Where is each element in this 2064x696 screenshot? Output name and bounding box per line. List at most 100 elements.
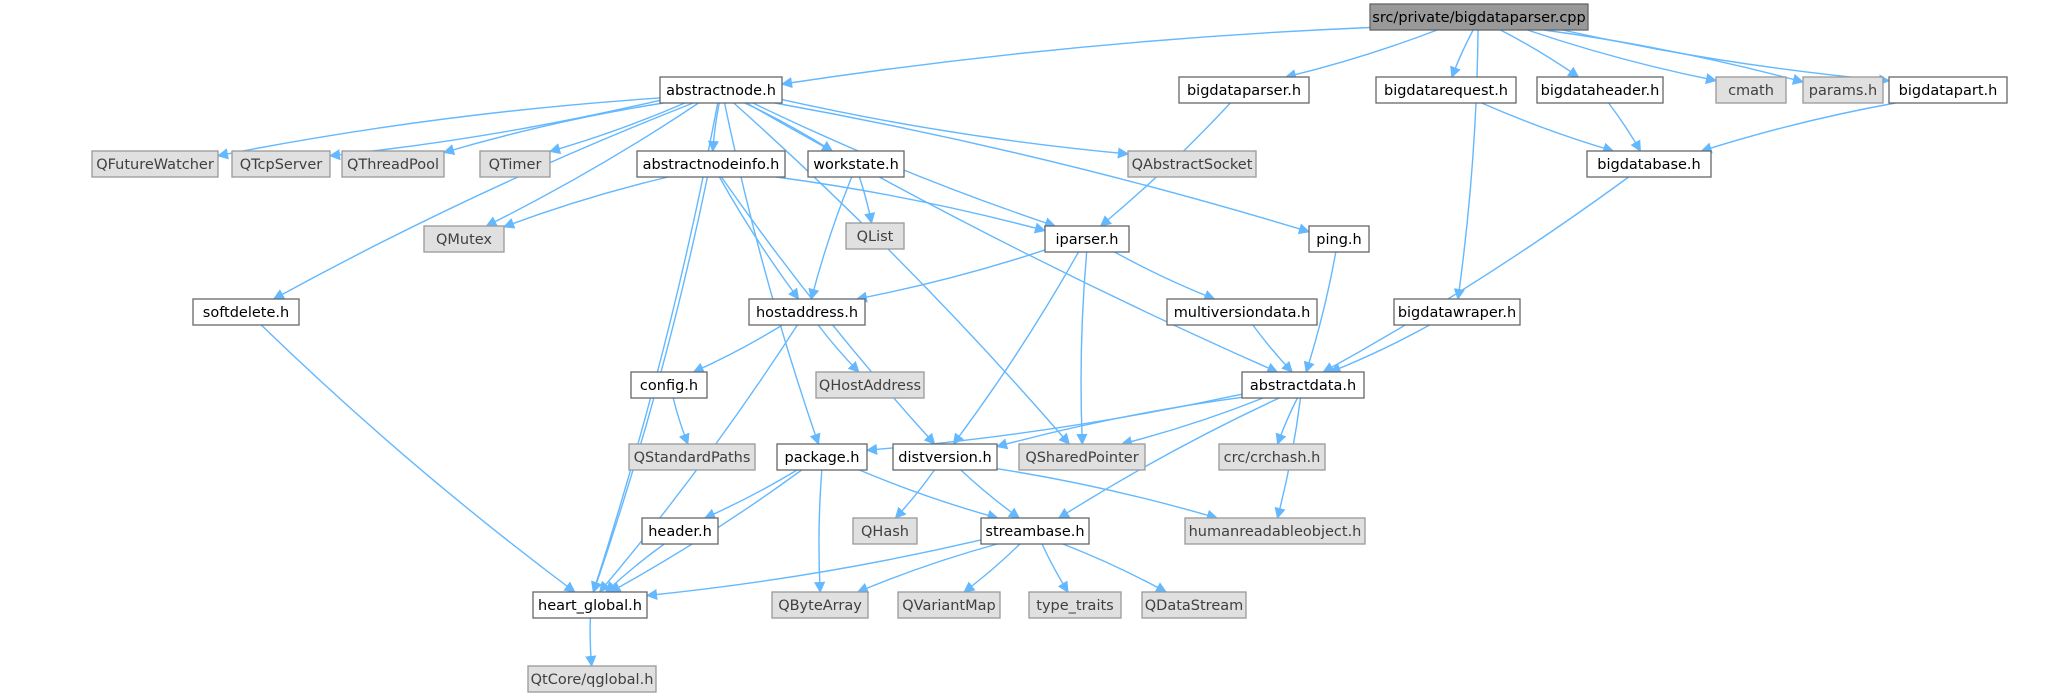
node-box bbox=[1141, 591, 1247, 619]
node-bigdatarequest-h[interactable]: bigdatarequest.h bbox=[1375, 76, 1517, 104]
edge-package-h-to-streambase-h bbox=[859, 469, 999, 521]
node-bigdatabase-h[interactable]: bigdatabase.h bbox=[1586, 150, 1712, 178]
node-label: type_traits bbox=[1036, 598, 1113, 614]
node-label: softdelete.h bbox=[203, 305, 289, 321]
edge-streambase-h-to-QVariantMap bbox=[963, 543, 1021, 593]
node-QHash[interactable]: QHash bbox=[852, 517, 918, 545]
node-streambase-h[interactable]: streambase.h bbox=[980, 517, 1090, 545]
node-label: distversion.h bbox=[898, 450, 991, 466]
node-QFutureWatcher[interactable]: QFutureWatcher bbox=[91, 150, 219, 178]
node-label: streambase.h bbox=[985, 524, 1084, 540]
node-abstractnode-h[interactable]: abstractnode.h bbox=[659, 76, 783, 104]
edge-bigdataparser-cpp-to-params-h bbox=[1543, 29, 1805, 85]
node-label: bigdatabase.h bbox=[1597, 157, 1700, 173]
node-label: bigdatarequest.h bbox=[1384, 83, 1508, 99]
node-ping-h[interactable]: ping.h bbox=[1308, 225, 1370, 253]
node-bigdataparser-h[interactable]: bigdataparser.h bbox=[1178, 76, 1310, 104]
node-box bbox=[897, 591, 1001, 619]
edge-bigdataparser-cpp-to-bigdatawraper-h bbox=[1453, 29, 1479, 301]
edge-abstractnode-h-to-abstractdata-h bbox=[746, 102, 1279, 374]
node-box bbox=[1888, 76, 2008, 104]
node-type-traits[interactable]: type_traits bbox=[1028, 591, 1122, 619]
node-iparser-h[interactable]: iparser.h bbox=[1044, 225, 1130, 253]
edge-distversion-h-to-humanreadableobject-h bbox=[996, 467, 1219, 521]
node-package-h[interactable]: package.h bbox=[776, 443, 868, 471]
node-label: QByteArray bbox=[778, 598, 862, 614]
node-hostaddress-h[interactable]: hostaddress.h bbox=[748, 298, 866, 326]
node-box bbox=[479, 150, 551, 178]
edge-config-h-to-QStandardPaths bbox=[672, 397, 690, 446]
node-header-h[interactable]: header.h bbox=[641, 517, 719, 545]
node-bigdataheader-h[interactable]: bigdataheader.h bbox=[1536, 76, 1664, 104]
node-QList[interactable]: QList bbox=[845, 222, 905, 250]
node-box bbox=[192, 298, 300, 326]
node-QTcpServer[interactable]: QTcpServer bbox=[231, 150, 331, 178]
node-abstractdata-h[interactable]: abstractdata.h bbox=[1241, 371, 1365, 399]
node-bigdatapart-h[interactable]: bigdatapart.h bbox=[1888, 76, 2008, 104]
node-box bbox=[1178, 76, 1310, 104]
node-QByteArray[interactable]: QByteArray bbox=[771, 591, 869, 619]
node-box bbox=[771, 591, 869, 619]
node-QVariantMap[interactable]: QVariantMap bbox=[897, 591, 1001, 619]
node-QMutex[interactable]: QMutex bbox=[423, 225, 505, 253]
node-label: bigdataparser.h bbox=[1187, 83, 1301, 99]
node-label: QStandardPaths bbox=[634, 450, 751, 466]
node-QHostAddress[interactable]: QHostAddress bbox=[815, 371, 925, 399]
edge-streambase-h-to-heart-global-h bbox=[645, 539, 982, 601]
edge-iparser-h-to-hostaddress-h bbox=[855, 249, 1046, 303]
node-label: QtCore/qglobal.h bbox=[531, 672, 654, 688]
node-label: QFutureWatcher bbox=[96, 157, 214, 173]
node-label: QVariantMap bbox=[902, 598, 995, 614]
node-box bbox=[1536, 76, 1664, 104]
node-box bbox=[231, 150, 331, 178]
node-label: config.h bbox=[640, 378, 698, 394]
node-distversion-h[interactable]: distversion.h bbox=[892, 443, 998, 471]
node-params-h[interactable]: params.h bbox=[1802, 76, 1884, 104]
node-cmath[interactable]: cmath bbox=[1715, 76, 1787, 104]
node-multiversiondata-h[interactable]: multiversiondata.h bbox=[1166, 298, 1318, 326]
node-QStandardPaths[interactable]: QStandardPaths bbox=[628, 443, 756, 471]
node-label: crc/crchash.h bbox=[1224, 450, 1321, 466]
node-box bbox=[815, 371, 925, 399]
node-box bbox=[776, 443, 868, 471]
edge-iparser-h-to-distversion-h bbox=[952, 251, 1080, 445]
node-bigdatawraper-h[interactable]: bigdatawraper.h bbox=[1393, 298, 1521, 326]
node-box bbox=[1393, 298, 1521, 326]
edge-streambase-h-to-QDataStream bbox=[1062, 543, 1168, 593]
node-QDataStream[interactable]: QDataStream bbox=[1141, 591, 1247, 619]
node-config-h[interactable]: config.h bbox=[630, 371, 708, 399]
node-QThreadPool[interactable]: QThreadPool bbox=[341, 150, 445, 178]
node-heart-global-h[interactable]: heart_global.h bbox=[532, 591, 648, 619]
node-QAbstractSocket[interactable]: QAbstractSocket bbox=[1127, 150, 1257, 178]
node-QTimer[interactable]: QTimer bbox=[479, 150, 551, 178]
edge-iparser-h-to-multiversiondata-h bbox=[1114, 251, 1216, 301]
node-label: header.h bbox=[648, 524, 712, 540]
edge-abstractdata-h-to-crchash-h bbox=[1275, 397, 1299, 446]
node-qglobal-h[interactable]: QtCore/qglobal.h bbox=[527, 665, 657, 693]
edge-bigdataparser-cpp-to-bigdataparser-h bbox=[1284, 29, 1438, 81]
node-box bbox=[341, 150, 445, 178]
edge-bigdataparser-cpp-to-bigdataheader-h bbox=[1500, 29, 1580, 78]
node-label: src/private/bigdataparser.cpp bbox=[1372, 10, 1585, 26]
node-box bbox=[91, 150, 219, 178]
node-crchash-h[interactable]: crc/crchash.h bbox=[1218, 443, 1326, 471]
node-workstate-h[interactable]: workstate.h bbox=[807, 150, 905, 178]
node-softdelete-h[interactable]: softdelete.h bbox=[192, 298, 300, 326]
node-bigdataparser-cpp[interactable]: src/private/bigdataparser.cpp bbox=[1369, 3, 1589, 31]
node-QSharedPointer[interactable]: QSharedPointer bbox=[1018, 443, 1146, 471]
node-box bbox=[1241, 371, 1365, 399]
edge-distversion-h-to-QHash bbox=[894, 469, 936, 519]
node-label: QDataStream bbox=[1145, 598, 1244, 614]
node-label: bigdatapart.h bbox=[1899, 83, 1998, 99]
node-label: workstate.h bbox=[813, 157, 899, 173]
node-box bbox=[1028, 591, 1122, 619]
node-box bbox=[636, 150, 786, 178]
node-humanreadableobject-h[interactable]: humanreadableobject.h bbox=[1184, 517, 1366, 545]
edge-iparser-h-to-QSharedPointer bbox=[1076, 251, 1088, 446]
node-label: hostaddress.h bbox=[756, 305, 858, 321]
edge-workstate-h-to-hostaddress-h bbox=[808, 176, 853, 301]
node-abstractnodeinfo-h[interactable]: abstractnodeinfo.h bbox=[636, 150, 786, 178]
node-box bbox=[527, 665, 657, 693]
node-box bbox=[1375, 76, 1517, 104]
